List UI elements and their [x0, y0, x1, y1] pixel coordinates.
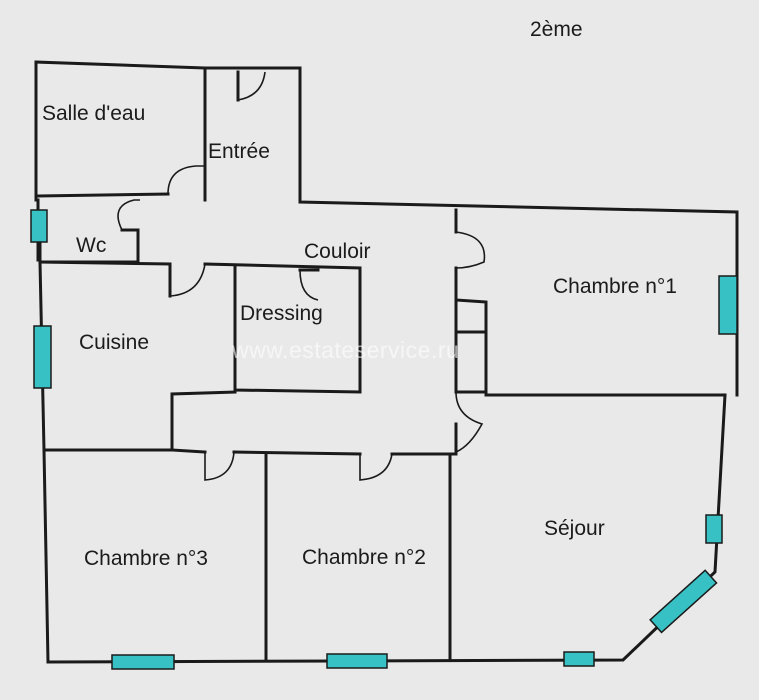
watermark: www.estateservice.ru [231, 337, 459, 363]
sejour-window-right [705, 514, 723, 544]
interior-walls [36, 66, 727, 662]
sejour-door [455, 391, 484, 453]
wc-window [30, 209, 48, 243]
label-chambre3: Chambre n°3 [84, 547, 208, 570]
chambre1-door [455, 231, 486, 269]
label-wc: Wc [76, 234, 106, 257]
doors [117, 71, 486, 481]
label-chambre2: Chambre n°2 [302, 546, 426, 569]
salle-eau-door [167, 165, 205, 195]
windows [30, 209, 738, 670]
label-salle-eau: Salle d'eau [42, 102, 145, 125]
cuisine-door [169, 263, 206, 297]
dressing-door [299, 269, 319, 301]
sejour-window-bottom [563, 651, 595, 667]
chambre3-window [111, 654, 175, 670]
label-couloir: Couloir [304, 240, 371, 263]
entrance-door [237, 71, 266, 101]
label-entree: Entrée [208, 140, 270, 163]
sejour-window-corner [649, 569, 718, 634]
floor-label: 2ème [530, 18, 583, 41]
label-dressing: Dressing [240, 302, 323, 325]
chambre1-window [718, 275, 738, 335]
chambre2-door [359, 453, 393, 481]
label-chambre1: Chambre n°1 [553, 275, 677, 298]
label-cuisine: Cuisine [79, 331, 149, 354]
room-labels: Salle d'eau Entrée Wc Couloir Chambre n°… [42, 102, 677, 570]
wc-door [117, 199, 140, 231]
label-sejour: Séjour [544, 517, 605, 540]
cuisine-window [33, 325, 52, 389]
chambre3-door [204, 451, 235, 481]
chambre2-window [326, 653, 388, 669]
